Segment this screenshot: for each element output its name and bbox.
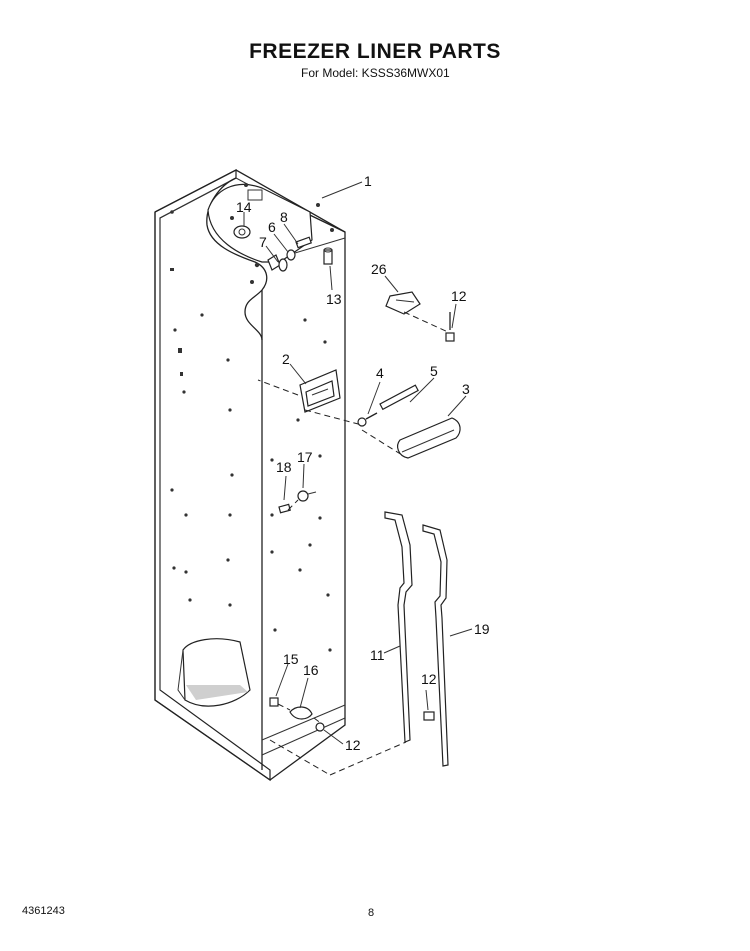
callout-8: 8 (280, 209, 288, 225)
callout-12c: 12 (345, 737, 361, 753)
model-subtitle: For Model: KSSS36MWX01 (301, 66, 450, 80)
callout-12b: 12 (421, 671, 437, 687)
callout-16: 16 (303, 662, 319, 678)
assembly-lines (257, 311, 449, 776)
page-number: 8 (368, 907, 375, 919)
top-fittings (233, 225, 333, 272)
callout-5: 5 (430, 363, 438, 379)
part-11-rail (384, 511, 413, 743)
callout-6: 6 (268, 219, 276, 235)
callout-4: 4 (376, 365, 384, 381)
part-4-5-probe (357, 384, 419, 427)
callout-3: 3 (462, 381, 470, 397)
callouts: 1 14 8 6 7 13 26 12 2 4 5 3 18 17 19 11 … (236, 173, 490, 753)
part-12-screw-lower (423, 711, 435, 721)
part-17-18-fasteners (278, 490, 317, 514)
callout-7: 7 (259, 234, 267, 250)
callout-19: 19 (474, 621, 490, 637)
callout-12a: 12 (451, 288, 467, 304)
callout-18: 18 (276, 459, 292, 475)
callout-11: 11 (370, 647, 385, 663)
part-3-cover (397, 417, 461, 459)
callout-14: 14 (236, 199, 252, 215)
callout-15: 15 (283, 651, 299, 667)
callout-1: 1 (364, 173, 372, 189)
part-26-12-clip (385, 291, 455, 342)
callout-17: 17 (297, 449, 313, 465)
part-15-16-hinge (269, 697, 325, 732)
part-19-rail (422, 524, 449, 767)
callout-13: 13 (326, 291, 342, 307)
part-2-bracket (299, 369, 341, 413)
freezer-liner (154, 169, 346, 782)
callout-2: 2 (282, 351, 290, 367)
page-title: FREEZER LINER PARTS (249, 40, 501, 63)
leader-lines (243, 181, 473, 745)
document-number: 4361243 (22, 905, 65, 917)
callout-26: 26 (371, 261, 387, 277)
